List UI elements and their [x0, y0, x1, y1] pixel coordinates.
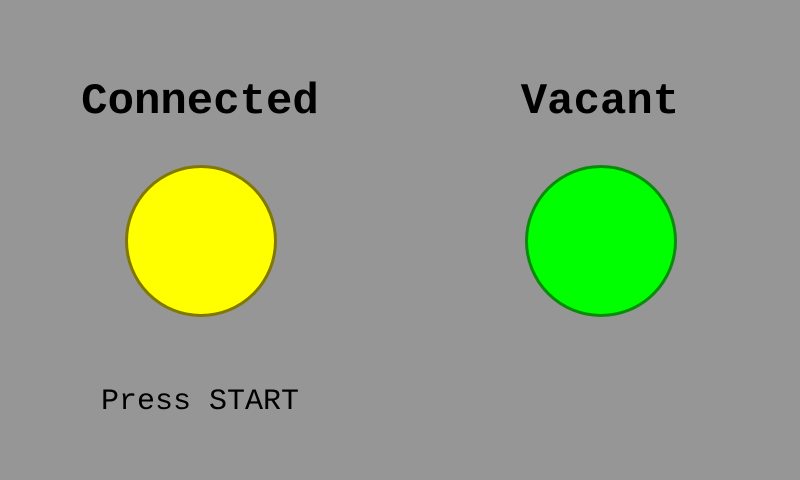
press-start-prompt: Press START — [100, 385, 300, 419]
player-2-status-indicator — [525, 165, 677, 317]
player-1-status-indicator — [125, 165, 277, 317]
player-1-panel: Connected Press START — [81, 77, 319, 419]
player-2-status-label: Vacant — [520, 77, 680, 127]
player-2-panel: Vacant — [400, 0, 800, 480]
player-1-status-label: Connected — [81, 77, 319, 127]
